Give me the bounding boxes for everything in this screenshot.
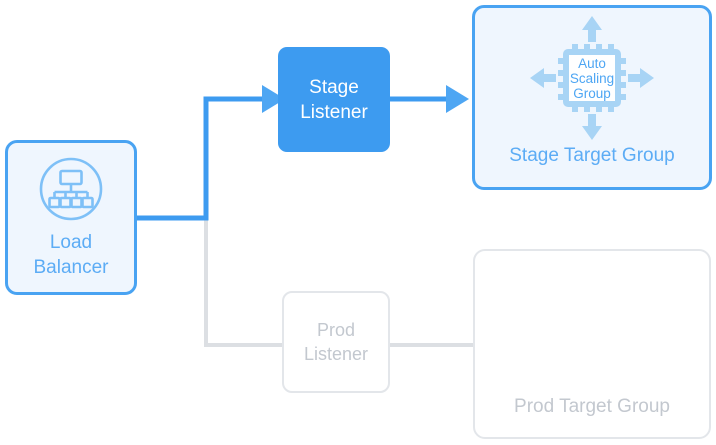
stage-listener-label: Stage Listener <box>300 76 368 123</box>
connector-load-balancer-to-prod-listener <box>204 218 282 347</box>
load-balancer-hierarchy-icon <box>38 156 104 222</box>
prod-listener-label: Prod Listener <box>303 320 369 364</box>
connector-load-balancer-to-stage-listener <box>137 96 262 221</box>
svg-text:Auto: Auto <box>578 56 606 71</box>
arrowhead-to-stage-target-group <box>446 85 469 113</box>
node-stage-target-group[interactable]: Auto Scaling Group Stage Target Group <box>472 5 712 190</box>
node-prod-target-group[interactable]: Prod Target Group <box>473 249 711 439</box>
node-stage-listener[interactable]: Stage Listener <box>278 47 390 152</box>
load-balancer-label: Load Balancer <box>33 231 109 278</box>
svg-text:Scaling: Scaling <box>570 71 614 86</box>
prod-target-group-label: Prod Target Group <box>514 396 670 417</box>
node-prod-listener[interactable]: Prod Listener <box>282 291 390 393</box>
auto-scaling-group-chip-icon: Auto Scaling Group <box>528 14 656 142</box>
arrowhead-to-stage-listener <box>262 85 285 113</box>
stage-target-group-label: Stage Target Group <box>509 145 675 166</box>
node-load-balancer[interactable]: Load Balancer <box>5 140 137 295</box>
svg-text:Group: Group <box>573 86 611 101</box>
